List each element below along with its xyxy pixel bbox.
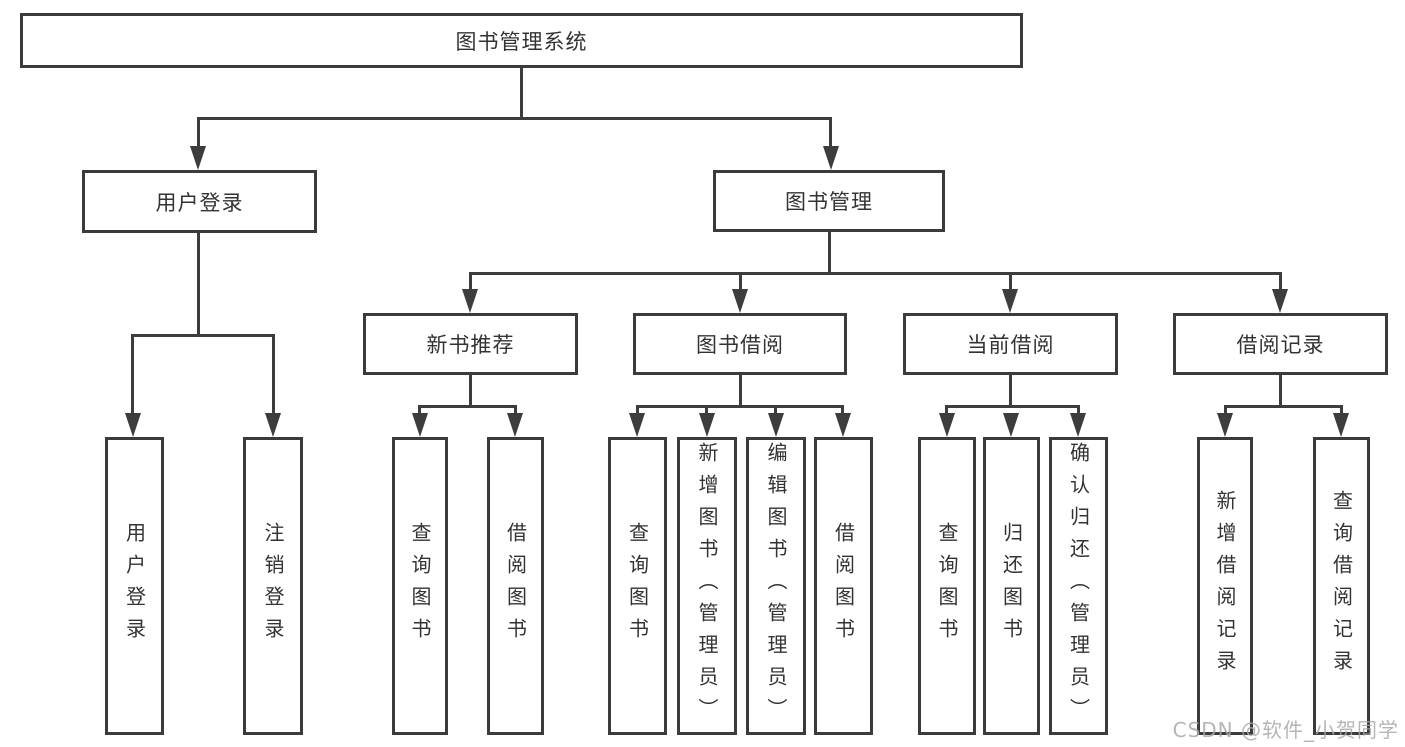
connector-hline	[418, 405, 517, 408]
leaf-borrow-books: 借阅图书	[814, 437, 873, 735]
connector-stem	[469, 375, 472, 407]
node-book-borrow: 图书借阅	[633, 313, 847, 375]
connector-level3-hline	[469, 272, 1282, 275]
connector-stem	[1279, 375, 1282, 407]
arrow-down-icon	[1272, 289, 1288, 313]
connector-hline	[945, 405, 1080, 408]
arrow-down-icon	[125, 413, 141, 437]
connector-stub	[1279, 273, 1282, 295]
node-borrow-records-label: 借阅记录	[1236, 333, 1325, 357]
connector-stub	[272, 335, 275, 417]
connector-stub	[197, 118, 200, 152]
arrow-down-icon	[823, 146, 839, 170]
leaf-edit-books-admin-label: 编辑图书（管理员）	[764, 442, 788, 730]
leaf-return-books-label: 归还图书	[999, 522, 1024, 650]
leaf-query-books-current-label: 查询图书	[935, 522, 959, 650]
leaf-add-borrow-record: 新增借阅记录	[1197, 437, 1253, 735]
connector-stub	[739, 273, 742, 295]
node-book-borrow-label: 图书借阅	[696, 333, 784, 357]
arrow-down-icon	[265, 413, 281, 437]
leaf-query-borrow-record-label: 查询借阅记录	[1329, 490, 1354, 682]
node-book-management-label: 图书管理	[785, 190, 873, 214]
connector-level2-hline	[197, 117, 832, 120]
arrow-down-icon	[190, 146, 206, 170]
arrow-down-icon	[412, 413, 428, 437]
leaf-add-books-admin-label: 新增图书（管理员）	[695, 442, 719, 730]
connector-user-login-hline	[131, 334, 275, 337]
connector-hline	[1224, 405, 1343, 408]
node-root-system: 图书管理系统	[20, 13, 1023, 68]
leaf-user-login-label: 用户登录	[122, 522, 147, 650]
arrow-down-icon	[768, 413, 784, 437]
node-root-label: 图书管理系统	[455, 29, 588, 54]
leaf-confirm-return-admin: 确认归还（管理员）	[1049, 437, 1108, 735]
connector-stub	[469, 273, 472, 295]
node-new-book-recommend: 新书推荐	[363, 313, 578, 375]
leaf-query-borrow-record: 查询借阅记录	[1313, 437, 1370, 735]
arrow-down-icon	[507, 413, 523, 437]
connector-book-mgmt-stem	[828, 232, 831, 273]
leaf-borrow-books-label: 借阅图书	[831, 522, 856, 650]
arrow-down-icon	[732, 289, 748, 313]
arrow-down-icon	[462, 289, 478, 313]
arrow-down-icon	[835, 413, 851, 437]
node-current-borrow-label: 当前借阅	[966, 333, 1055, 357]
arrow-down-icon	[1070, 413, 1086, 437]
leaf-edit-books-admin: 编辑图书（管理员）	[746, 437, 806, 735]
leaf-query-books-current: 查询图书	[918, 437, 976, 735]
leaf-logout: 注销登录	[243, 437, 303, 735]
arrow-down-icon	[699, 413, 715, 437]
arrow-down-icon	[939, 413, 955, 437]
connector-hline	[636, 405, 844, 408]
arrow-down-icon	[1333, 413, 1349, 437]
leaf-logout-label: 注销登录	[261, 522, 285, 650]
arrow-down-icon	[629, 413, 645, 437]
connector-stem	[1009, 375, 1012, 407]
node-user-login-label: 用户登录	[155, 190, 244, 215]
arrow-down-icon	[1003, 413, 1019, 437]
node-new-book-recommend-label: 新书推荐	[426, 333, 515, 357]
leaf-add-borrow-record-label: 新增借阅记录	[1213, 490, 1237, 682]
leaf-add-books-admin: 新增图书（管理员）	[677, 437, 737, 735]
leaf-query-books-borrow-label: 查询图书	[625, 522, 650, 650]
leaf-borrow-books-recommend: 借阅图书	[487, 437, 544, 735]
leaf-confirm-return-admin-label: 确认归还（管理员）	[1066, 442, 1091, 730]
connector-stem	[739, 375, 742, 407]
node-borrow-records: 借阅记录	[1173, 313, 1388, 375]
arrow-down-icon	[1217, 413, 1233, 437]
connector-stub	[1009, 273, 1012, 295]
connector-root-stem	[520, 68, 523, 118]
leaf-query-books-recommend: 查询图书	[392, 437, 448, 735]
leaf-borrow-books-recommend-label: 借阅图书	[503, 522, 528, 650]
arrow-down-icon	[1002, 289, 1018, 313]
connector-user-login-stem	[197, 233, 200, 336]
leaf-query-books-borrow: 查询图书	[608, 437, 667, 735]
node-current-borrow: 当前借阅	[903, 313, 1118, 375]
connector-stub	[131, 335, 134, 417]
leaf-user-login: 用户登录	[105, 437, 164, 735]
connector-stub	[829, 118, 832, 152]
node-user-login: 用户登录	[82, 170, 317, 233]
csdn-watermark: CSDN @软件_小贺同学	[1172, 718, 1399, 742]
leaf-return-books: 归还图书	[983, 437, 1040, 735]
node-book-management: 图书管理	[713, 170, 945, 232]
leaf-query-books-recommend-label: 查询图书	[408, 522, 432, 650]
